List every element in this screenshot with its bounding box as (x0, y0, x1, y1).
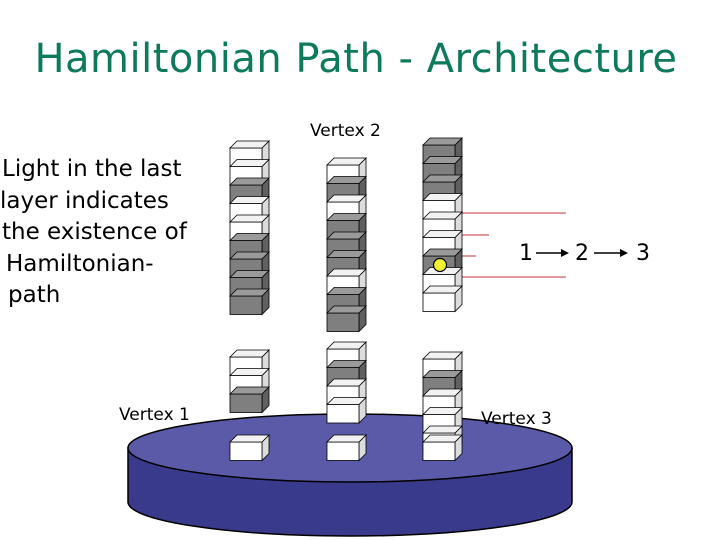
explanation-text: Light in the last layer indicates the ex… (0, 154, 187, 312)
note-line: path (8, 282, 61, 308)
tower-cell (422, 285, 463, 313)
note-line: Light in the last (2, 156, 182, 182)
tower-cell (326, 396, 367, 424)
vertex-3-label: Vertex 3 (481, 409, 552, 429)
path-step-2: 2 (575, 241, 589, 266)
tower-cell (422, 434, 463, 462)
path-step-3: 3 (636, 241, 650, 266)
tower-1 (229, 140, 270, 462)
tower-cell (229, 386, 270, 414)
indicator-light (432, 257, 448, 273)
note-line: Hamiltonian- (6, 250, 154, 277)
vertex-towers (229, 137, 463, 462)
tower-3 (422, 137, 463, 462)
tower-cell (229, 288, 270, 316)
tower-2 (326, 157, 367, 462)
platform (127, 413, 573, 537)
tower-cell (229, 434, 270, 462)
vertex-1-label: Vertex 1 (119, 405, 190, 425)
path-arrows (536, 249, 628, 257)
tower-cell (326, 434, 367, 462)
note-line: layer indicates (0, 187, 169, 214)
page-title: Hamiltonian Path - Architecture (34, 36, 678, 82)
note-line: the existence of (2, 219, 187, 245)
path-step-1: 1 (519, 241, 533, 266)
vertex-2-label: Vertex 2 (310, 121, 381, 141)
tower-cell (326, 305, 367, 333)
